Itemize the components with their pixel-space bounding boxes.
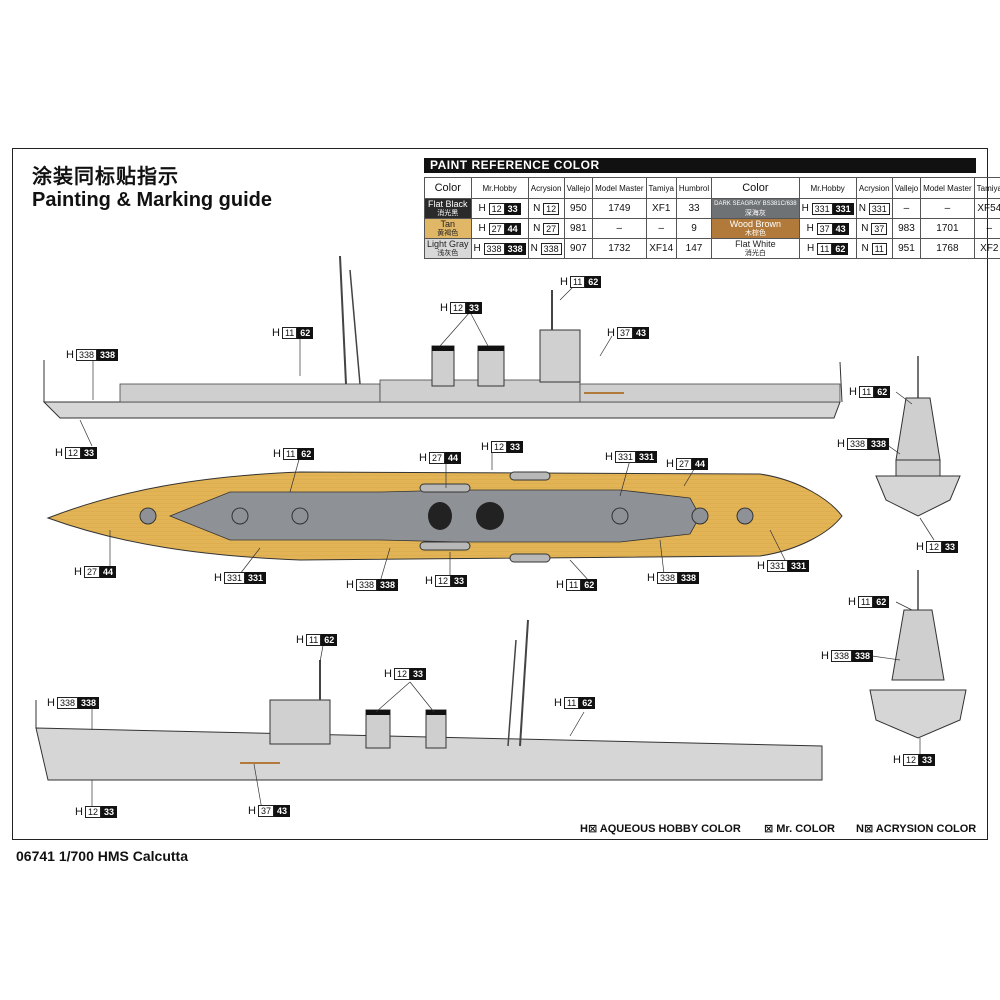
vallejo-cell: 951 (891, 238, 922, 259)
legend-aqueous: H⊠ AQUEOUS HOBBY COLOR (580, 823, 741, 835)
title-english: Painting & Marking guide (32, 189, 273, 211)
tamiya-cell: XF14 (645, 238, 677, 259)
ship-profile-starboard (42, 255, 843, 419)
tamiya-cell: – (645, 218, 677, 239)
acrysion-cell: N 37 (855, 218, 893, 239)
table-header-row: Color Mr.Hobby Acrysion Vallejo Model Ma… (424, 177, 1000, 199)
ship-stern-view (869, 570, 967, 739)
acrysion-cell: N 12 (527, 198, 565, 219)
legend-mr-color: ⊠ Mr. COLOR (764, 823, 835, 835)
col-humbrol: Humbrol (675, 177, 713, 199)
leader-lines (79, 285, 935, 811)
model-master-cell: 1768 (920, 238, 975, 259)
ship-plan-view (46, 471, 843, 563)
ship-profile-port (35, 619, 823, 781)
legend-acrysion: N⊠ ACRYSION COLOR (856, 823, 977, 835)
paint-reference-table: Color Mr.Hobby Acrysion Vallejo Model Ma… (424, 177, 1000, 259)
humbrol-cell: 147 (675, 238, 713, 259)
acrysion-cell: N 11 (855, 238, 893, 259)
vallejo-cell: 907 (563, 238, 594, 259)
title-chinese: 涂装同标贴指示 (32, 166, 179, 188)
tamiya-cell: XF2 (973, 238, 1000, 259)
paint-reference-heading: PAINT REFERENCE COLOR (424, 158, 976, 173)
acrysion-cell: N 338 (527, 238, 565, 259)
product-footer: 06741 1/700 HMS Calcutta (16, 848, 188, 864)
ship-bow-view (875, 356, 961, 517)
